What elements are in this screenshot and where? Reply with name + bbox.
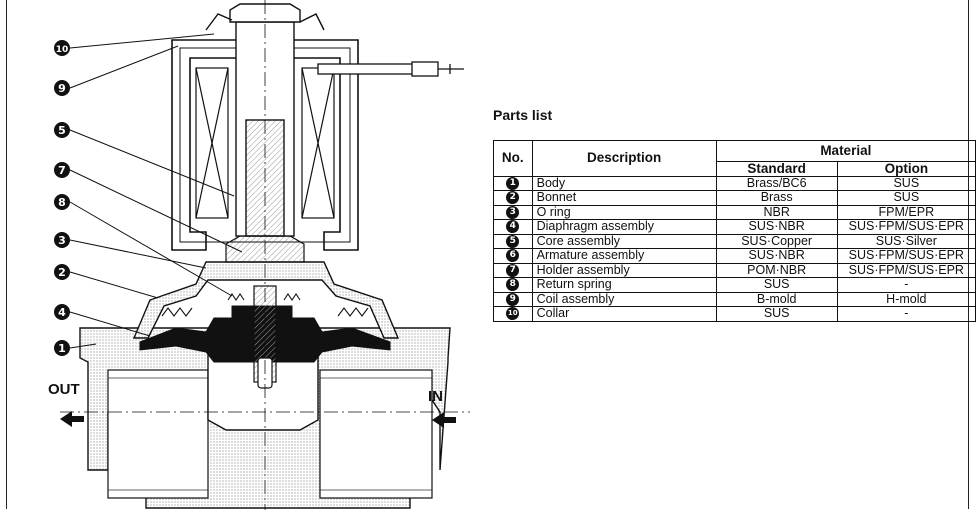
part-standard-material-cell: POM·NBR — [715, 262, 838, 278]
callout-4-label: 4 — [58, 306, 66, 319]
part-number-badge: 9 — [506, 292, 520, 306]
part-number-badge: 1 — [506, 176, 520, 190]
part-standard-material-cell: Brass — [715, 190, 838, 206]
part-description-cell: Bonnet — [531, 190, 717, 206]
out-arrow-icon — [60, 411, 84, 427]
callout-3-label: 3 — [58, 234, 66, 247]
part-option-material-cell: - — [836, 277, 976, 293]
part-number-cell: 9 — [493, 291, 533, 307]
part-number-cell: 4 — [493, 219, 533, 235]
part-option-material-cell: H-mold — [836, 291, 976, 307]
part-standard-material-cell: SUS·Copper — [715, 233, 838, 249]
callout-1: 1 — [54, 340, 70, 356]
part-description-cell: O ring — [531, 204, 717, 220]
part-standard-material-cell: SUS·NBR — [715, 248, 838, 264]
part-number-badge: 7 — [506, 263, 520, 277]
part-number-badge: 3 — [506, 205, 520, 219]
part-number-cell: 10 — [493, 306, 533, 322]
part-option-material-cell: SUS·FPM/SUS·EPR — [836, 262, 976, 278]
callout-9: 9 — [54, 80, 70, 96]
header-material: Material — [715, 140, 976, 162]
part-number-cell: 8 — [493, 277, 533, 293]
callout-7: 7 — [54, 162, 70, 178]
return-spring — [161, 293, 369, 317]
part-standard-material-cell: B-mold — [715, 291, 838, 307]
part-standard-material-cell: Brass/BC6 — [715, 175, 838, 191]
coil-winding-left — [195, 67, 229, 219]
callout-8-label: 8 — [58, 196, 66, 209]
header-description: Description — [531, 140, 717, 177]
callout-10: 10 — [54, 40, 70, 56]
part-number-cell: 6 — [493, 248, 533, 264]
part-description-cell: Coil assembly — [531, 291, 717, 307]
part-option-material-cell: SUS — [836, 190, 976, 206]
coil-winding-right — [301, 67, 335, 219]
part-description-cell: Collar — [531, 306, 717, 322]
part-number-badge: 2 — [506, 191, 520, 205]
callout-2-label: 2 — [58, 266, 66, 279]
parts-list-title: Parts list — [493, 107, 553, 123]
out-label: OUT — [48, 381, 80, 398]
part-description-cell: Body — [531, 175, 717, 191]
part-option-material-cell: SUS·Silver — [836, 233, 976, 249]
part-number-cell: 5 — [493, 233, 533, 249]
parts-table: No. Description Material Standard Option… — [493, 140, 976, 322]
callout-5-label: 5 — [58, 124, 66, 137]
part-standard-material-cell: SUS·NBR — [715, 219, 838, 235]
part-number-badge: 5 — [506, 234, 520, 248]
part-number-cell: 2 — [493, 190, 533, 206]
callout-3: 3 — [54, 232, 70, 248]
part-standard-material-cell: NBR — [715, 204, 838, 220]
callout-2: 2 — [54, 264, 70, 280]
callout-7-label: 7 — [58, 164, 66, 177]
part-number-cell: 7 — [493, 262, 533, 278]
part-description-cell: Core assembly — [531, 233, 717, 249]
callout-5: 5 — [54, 122, 70, 138]
header-no: No. — [493, 140, 533, 177]
leader-lines — [69, 33, 243, 349]
part-description-cell: Holder assembly — [531, 262, 717, 278]
part-option-material-cell: FPM/EPR — [836, 204, 976, 220]
in-label: IN — [428, 388, 443, 405]
callout-10-label: 10 — [56, 45, 69, 55]
part-option-material-cell: SUS — [836, 175, 976, 191]
part-number-badge: 4 — [506, 220, 520, 234]
part-standard-material-cell: SUS — [715, 277, 838, 293]
in-arrow-icon — [432, 412, 456, 428]
callout-8: 8 — [54, 194, 70, 210]
callout-1-label: 1 — [58, 342, 66, 355]
bonnet — [132, 261, 400, 339]
table-subheader-row: Standard Option — [494, 161, 976, 177]
part-number-badge: 10 — [506, 307, 520, 321]
part-option-material-cell: SUS·FPM/SUS·EPR — [836, 219, 976, 235]
part-description-cell: Return spring — [531, 277, 717, 293]
part-option-material-cell: - — [836, 306, 976, 322]
part-option-material-cell: SUS·FPM/SUS·EPR — [836, 248, 976, 264]
lead-wire — [317, 61, 464, 77]
header-option: Option — [836, 161, 976, 177]
part-description-cell: Armature assembly — [531, 248, 717, 264]
part-number-badge: 8 — [506, 278, 520, 292]
part-number-cell: 1 — [493, 175, 533, 191]
header-standard: Standard — [715, 161, 838, 177]
part-description-cell: Diaphragm assembly — [531, 219, 717, 235]
callout-9-label: 9 — [58, 82, 66, 95]
part-number-cell: 3 — [493, 204, 533, 220]
callout-4: 4 — [54, 304, 70, 320]
part-number-badge: 6 — [506, 249, 520, 263]
table-header-row: No. Description Material — [493, 140, 976, 177]
part-standard-material-cell: SUS — [715, 306, 838, 322]
